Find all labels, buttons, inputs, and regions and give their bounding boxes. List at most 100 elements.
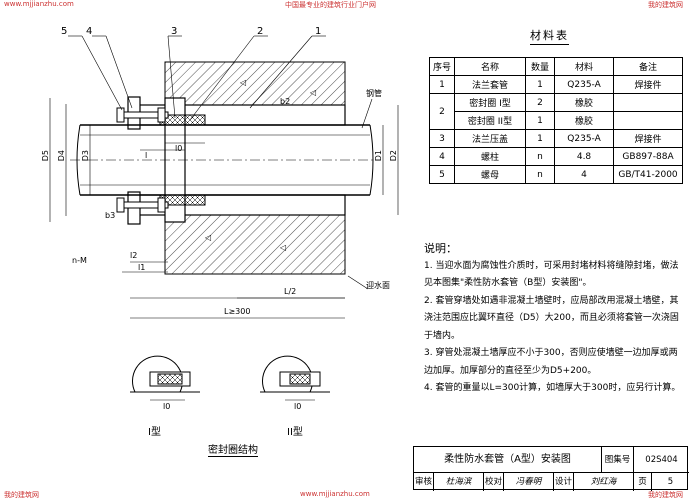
top-watermark-bar: www.mjjianzhu.com 中国最专业的建筑行业门户网 我的建筑网 <box>0 0 695 10</box>
row5-material: 4.8 <box>554 147 615 166</box>
seal-type1-l0: l0 <box>163 402 171 411</box>
watermark-site-bottom-left: 我的建筑网 <box>4 491 39 499</box>
pipe-label: 钢管 <box>366 89 382 98</box>
flange-cover <box>116 96 169 225</box>
note-item: 3. 穿管处混凝土墙厚应不小于300，否则应使墙壁一边加厚或两边加厚。加厚部分的… <box>424 348 678 376</box>
dim-l2: l2 <box>130 251 138 260</box>
row2-note <box>613 93 684 112</box>
row5-name: 螺柱 <box>454 147 527 166</box>
row6-no: 5 <box>428 165 456 184</box>
header-material: 材料 <box>554 57 615 76</box>
dim-l1: l1 <box>138 263 146 272</box>
title-block: 柔性防水套管（A型）安装图 图集号 02S404 审核 杜海滨 校对 冯春明 设… <box>413 446 689 491</box>
watermark-site: 我的建筑网 <box>648 1 683 9</box>
watermark-slogan: 中国最专业的建筑行业门户网 <box>285 1 376 9</box>
row3-material: 橡胶 <box>554 111 615 130</box>
table-row: 1 法兰套管 1 Q235-A 焊接件 <box>428 75 684 94</box>
row4-no: 3 <box>428 129 456 148</box>
dimension-lines <box>49 98 399 319</box>
row6-name: 螺母 <box>454 165 527 184</box>
check-label: 校对 <box>484 473 504 491</box>
svg-text:◁: ◁ <box>239 78 246 87</box>
table-row: 2 密封圈 I型 2 橡胶 <box>428 93 684 130</box>
header-name: 名称 <box>454 57 527 76</box>
dim-d1: D1 <box>374 150 383 162</box>
dim-n-m: n-M <box>72 256 87 265</box>
dim-d5: D5 <box>41 150 50 162</box>
row3-qty: 1 <box>525 111 556 130</box>
check-signature: 冯春明 <box>504 473 554 491</box>
row2-name: 密封圈 I型 <box>454 93 527 112</box>
row6-note: GB/T41-2000 <box>613 165 684 184</box>
row6-qty: n <box>525 165 556 184</box>
table-row: 5 螺母 n 4 GB/T41-2000 <box>428 165 684 184</box>
row2-no: 2 <box>428 93 456 130</box>
page-number: 5 <box>667 477 674 487</box>
seal-type2-l0: l0 <box>294 402 302 411</box>
note-item: 1. 当迎水面为腐蚀性介质时，可采用封堵材料将缝隙封堵，做法见本图集"柔性防水套… <box>424 260 679 289</box>
material-table-caption: 材料表 <box>530 27 569 45</box>
svg-text:◁: ◁ <box>204 233 211 242</box>
row1-qty: 1 <box>525 75 556 94</box>
dim-l-half: L/2 <box>284 287 297 296</box>
row4-material: Q235-A <box>554 129 615 148</box>
callout-3: 3 <box>171 26 178 37</box>
dim-l: l <box>145 151 148 160</box>
material-table: 序号 名称 数量 材料 备注 1 法兰套管 1 Q235-A 焊接件 2 密封圈… <box>428 57 684 184</box>
review-label: 审核 <box>414 473 434 491</box>
row2-material: 橡胶 <box>554 93 615 112</box>
row5-note: GB897-88A <box>613 147 684 166</box>
table-row: 3 法兰压盖 1 Q235-A 焊接件 <box>428 129 684 148</box>
callout-1: 1 <box>315 26 322 37</box>
steel-pipe <box>70 124 380 196</box>
watermark-url: www.mjjianzhu.com <box>4 0 74 8</box>
row3-note <box>613 111 684 130</box>
row4-name: 法兰压盖 <box>454 129 527 148</box>
row3-name: 密封圈 II型 <box>454 111 527 130</box>
row5-qty: n <box>525 147 556 166</box>
notes-section: 说明： 1. 当迎水面为腐蚀性介质时，可采用封堵材料将缝隙封堵，做法见本图集"柔… <box>424 240 686 398</box>
callout-4: 4 <box>86 26 93 37</box>
water-face-label: 迎水面 <box>366 281 390 290</box>
set-number: 02S404 <box>634 447 689 473</box>
row2-qty: 2 <box>525 93 556 112</box>
drawing-title: 柔性防水套管（A型）安装图 <box>414 447 602 473</box>
row1-note: 焊接件 <box>613 75 684 94</box>
row1-no: 1 <box>428 75 456 94</box>
row6-material: 4 <box>554 165 615 184</box>
row4-note: 焊接件 <box>613 129 684 148</box>
row1-name: 法兰套管 <box>454 75 527 94</box>
svg-text:◁: ◁ <box>309 88 316 97</box>
dim-l0: l0 <box>175 144 183 153</box>
note-item: 4. 套管的重量以L=300计算，如墙厚大于300时，应另行计算。 <box>424 383 681 393</box>
notes-title: 说明： <box>424 242 457 255</box>
header-note: 备注 <box>613 57 684 76</box>
bottom-watermark-bar: 我的建筑网 www.mjjianzhu.com 我的建筑网 <box>0 490 695 500</box>
seal-caption: 密封圈结构 <box>208 445 258 457</box>
concrete-wall: ◁ ◁ ◁ ◁ <box>164 61 346 275</box>
row1-material: Q235-A <box>554 75 615 94</box>
review-signature: 杜海滨 <box>434 473 484 491</box>
table-row: 4 螺柱 n 4.8 GB897-88A <box>428 147 684 166</box>
row4-qty: 1 <box>525 129 556 148</box>
table-row: 密封圈 II型 1 橡胶 <box>430 111 684 130</box>
callout-2: 2 <box>257 26 264 37</box>
row5-no: 4 <box>428 147 456 166</box>
callout-5: 5 <box>61 26 68 37</box>
header-qty: 数量 <box>525 57 556 76</box>
set-label: 图集号 <box>602 447 634 473</box>
page-label: 页 <box>634 473 652 491</box>
dim-b2: b2 <box>280 97 291 106</box>
design-label: 设计 <box>554 473 574 491</box>
watermark-url-bottom: www.mjjianzhu.com <box>300 490 370 498</box>
dim-d4: D4 <box>57 150 66 162</box>
callout-leaders <box>68 35 373 290</box>
dim-b3: b3 <box>105 211 116 220</box>
dim-d2: D2 <box>389 150 398 162</box>
dim-d3: D3 <box>81 150 90 162</box>
table-header-row: 序号 名称 数量 材料 备注 <box>428 57 684 76</box>
note-item: 2. 套管穿墙处如遇非混凝土墙壁时，应局部改用混凝土墙壁，其浇注范围应比翼环直径… <box>424 295 679 341</box>
design-signature: 刘红海 <box>574 473 634 491</box>
dim-l-min: L≥300 <box>224 307 251 316</box>
